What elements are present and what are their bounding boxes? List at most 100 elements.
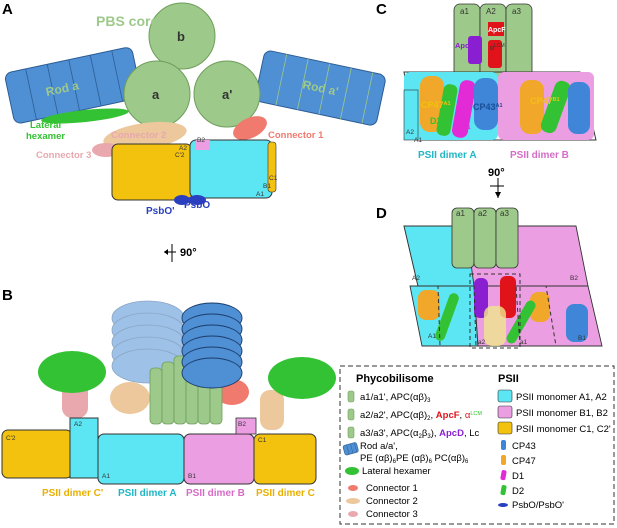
psii-monomer-a2-c (403, 89, 419, 141)
label-a2-c: A2 (486, 7, 496, 16)
lateral-hexamer-line1: Lateral (30, 120, 61, 131)
alcm-label-c: αLCM (490, 43, 505, 52)
d2-b1-d (506, 300, 536, 344)
d2-a1-sup: A1 (442, 117, 449, 123)
cp47-b1-label: CP47B1 (530, 96, 560, 106)
panel-d-letter: D (376, 205, 387, 222)
dimer-a-label: PSII dimer A (118, 488, 177, 499)
apcd-label-c: ApcD (455, 41, 475, 50)
legend-d1: D1 (512, 471, 524, 482)
psii-b2-patch (196, 140, 210, 150)
legend-a3-sub2: 3 (427, 434, 431, 440)
pbs-core-label: PBS core (96, 13, 158, 29)
label-a1-b: A1 (102, 473, 110, 480)
rod-a-prime: Rod a' (255, 50, 386, 126)
lateral-hexamer (41, 108, 129, 124)
rotation-label-cd: 90° (488, 167, 505, 179)
label-b2-a: B2 (197, 137, 205, 144)
legend-a2: a2/a2', APC(αβ)2, ApcF, αLCM (360, 410, 482, 422)
legend-psii-c-swatch (497, 421, 513, 435)
label-a2-b: A2 (74, 421, 82, 428)
legend-a3-swatch (347, 426, 355, 439)
legend-a3-mid: β (422, 428, 428, 439)
core-a-prime-label: a' (222, 87, 232, 102)
legend-rod-sub2: 6 (429, 459, 433, 465)
panel-d: D a1 a2 a3 A2 B2 A1 B1 a2 a1 (376, 205, 603, 349)
legend-a3-text: a3/a3', APC(α (360, 428, 419, 439)
legend-a1-text: a1/a1', APC(αβ) (360, 392, 427, 403)
connector-2-b (110, 382, 150, 414)
legend-psii-c: PSII monomer C1, C2' (516, 424, 611, 435)
label-c1-a: C1 (269, 175, 278, 182)
dimer-b-label-c: PSII dimer B (510, 150, 569, 161)
legend-conn3: Connector 3 (366, 509, 418, 520)
label-b2-b: B2 (238, 421, 246, 428)
legend-a2-sub: 2 (427, 416, 431, 422)
label-c2p-b: C'2 (6, 435, 16, 442)
connector-3-label: Connector 3 (36, 150, 91, 161)
legend-cp43: CP43 (512, 441, 536, 452)
label-a2-a: A2 (179, 145, 187, 152)
label-A1-d: A1 (428, 333, 436, 340)
cp43-a1-label: CP43A1 (473, 102, 503, 112)
label-a2-c-mono: A2 (406, 129, 414, 136)
legend-frame (339, 365, 615, 525)
d2-a1-d (435, 293, 459, 341)
label-c1-b: C1 (258, 437, 267, 444)
cp47-a1-sup: A1 (444, 101, 451, 107)
core-cylinder-b (148, 2, 216, 70)
legend-rod-pc: PC(αβ) (435, 453, 465, 464)
dimer-c-label: PSII dimer C (256, 488, 315, 499)
label-a3-c: a3 (512, 7, 521, 16)
core-b-col1 (149, 367, 163, 425)
lateral-hexamer-b-right (268, 357, 336, 399)
legend-a2-alcm-sup: LCM (470, 411, 482, 417)
core-b-col2 (161, 361, 175, 425)
legend-conn1-swatch (348, 485, 358, 491)
legend-cp47: CP47 (512, 456, 536, 467)
psii-monomer-b2 (235, 417, 257, 435)
label-a1-c: a1 (460, 7, 469, 16)
cp43-a1-text: CP43 (473, 102, 496, 112)
legend-a2-text: a2/a2', APC(αβ) (360, 410, 427, 421)
psbo-prime-label: PsbO' (146, 206, 175, 217)
legend-rod-swatch (342, 442, 359, 456)
cp43-b1-d (566, 304, 588, 342)
dimer-b-label: PSII dimer B (186, 488, 245, 499)
cp47-a1-c (420, 76, 444, 132)
legend-cp47-swatch (501, 455, 506, 465)
apcf-c (488, 22, 504, 36)
legend-psii-title: PSII (498, 373, 519, 385)
psii-monomer-a2 (69, 417, 99, 479)
rotation-label-ab: 90° (180, 247, 197, 259)
d2-a1-c (436, 84, 458, 136)
apcf-label-c: ApcF (488, 27, 506, 34)
legend-psbo-swatch (498, 503, 508, 507)
legend-a3-lc: , Lc (464, 428, 480, 439)
legend-psbo: PsbO/PsbO' (512, 500, 564, 511)
label-a1-d: a1 (456, 209, 465, 218)
rotation-marker-cd: 90° (488, 167, 505, 198)
legend-a1: a1/a1', APC(αβ)3 (360, 392, 431, 404)
d2-a1-label: D2A1 (430, 116, 449, 126)
d1-a1-sup: A1 (464, 125, 471, 131)
legend-a3-apcd: ApcD (439, 428, 464, 439)
panel-a-letter: A (2, 1, 13, 18)
rotation-marker-ab: 90° (164, 244, 197, 262)
legend-rod-pe2: PE (αβ) (396, 453, 429, 464)
core-d-a3 (495, 207, 519, 269)
dashed-core-outline (469, 273, 521, 349)
label-a1-a: A1 (256, 191, 264, 198)
legend-pbs-title: Phycobilisome (356, 373, 434, 385)
d1-a1-text: D1 (452, 124, 464, 134)
legend-rod-sub1: 6 (393, 459, 397, 465)
legend-d1-swatch (500, 470, 507, 481)
legend-psii-a-swatch (497, 389, 513, 403)
cp47-b1-c (520, 80, 544, 134)
label-b1-a: B1 (263, 183, 271, 190)
legend-conn2-swatch (346, 498, 360, 504)
cp47-a1-text: CP47 (421, 100, 444, 110)
cp47-a1-label: CP47A1 (421, 100, 451, 110)
connector-2-label: Connector 2 (111, 130, 166, 141)
lateral-hexamer-b-left (38, 351, 106, 393)
